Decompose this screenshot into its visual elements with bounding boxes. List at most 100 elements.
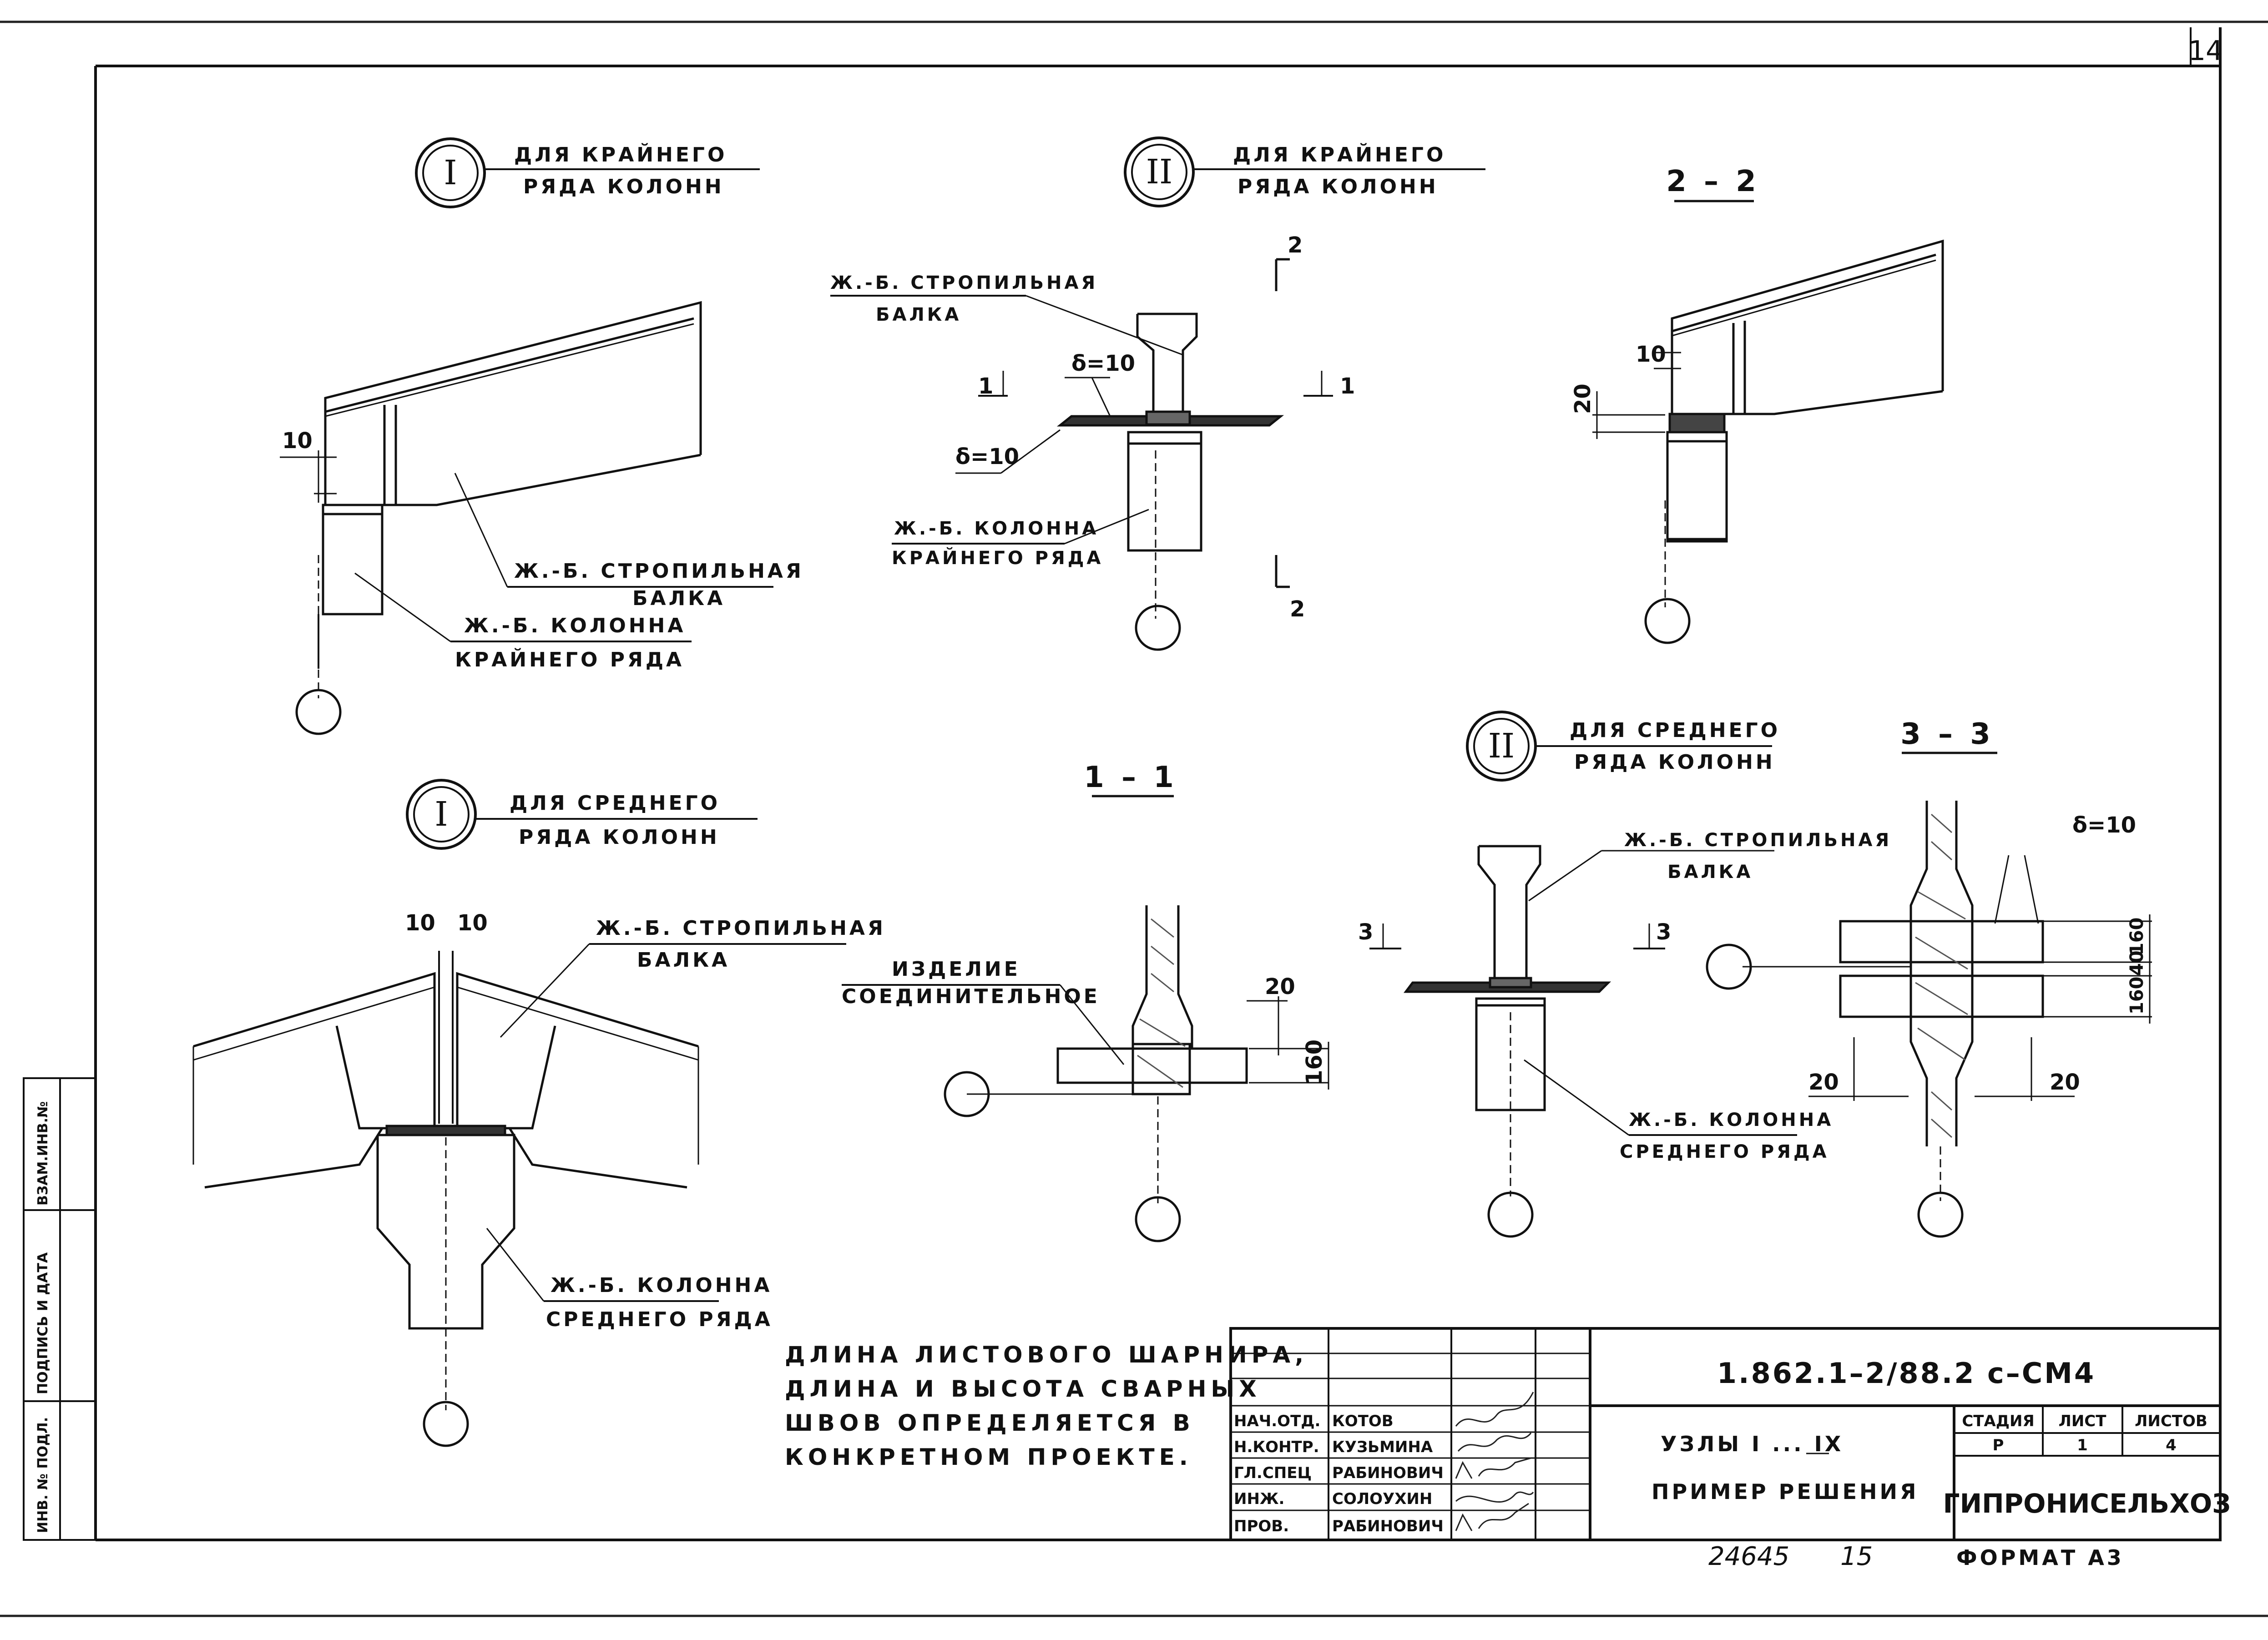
axis-marker [1487,1191,1534,1238]
stage-value: Р [1993,1436,2004,1454]
column-label-2: КРАЙНЕГО РЯДА [455,647,684,671]
axis-marker [1644,598,1691,644]
role-0: НАЧ.ОТД. [1234,1412,1320,1430]
organization: ГИПРОНИСЕЛЬХОЗ [1943,1488,2231,1519]
part-label-1: ИЗДЕЛИЕ [892,958,1020,981]
caption-line2: РЯДА КОЛОНН [1574,751,1775,774]
dim-160-bottom: 160 [2127,977,2147,1015]
name-3: СОЛОУХИН [1332,1490,1432,1508]
caption-line2: РЯДА КОЛОНН [519,826,720,849]
name-4: РАБИНОВИЧ [1332,1517,1444,1535]
column-label-1: Ж.-Б. КОЛОННА [1629,1110,1834,1130]
plate-top-label: δ=10 [1071,351,1135,376]
beam-label-2: БАЛКА [632,587,725,610]
name-0: КОТОВ [1332,1412,1394,1430]
page-number: 14 [2188,35,2223,67]
beam-label-2: БАЛКА [637,949,730,972]
column-label-1: Ж.-Б. КОЛОННА [464,614,686,637]
section-title: 2 – 2 [1666,165,1760,198]
note-line-2: ДЛИНА И ВЫСОТА СВАРНЫХ [785,1376,1261,1402]
cut-2-bottom: 2 [1290,596,1305,622]
beam-label-1: Ж.-Б. СТРОПИЛЬНАЯ [514,560,804,583]
format-label: ФОРМАТ А3 [1956,1545,2124,1570]
role-3: ИНЖ. [1234,1490,1284,1508]
svg-text:I: I [444,153,457,192]
svg-text:I: I [434,795,448,834]
role-1: Н.КОНТР. [1234,1438,1319,1456]
axis-marker [1135,1196,1181,1242]
caption-line1: ДЛЯ КРАЙНЕГО [514,142,727,167]
stamp-original-inv: ИНВ. № ПОДЛ. [35,1417,51,1533]
sheet-title-1: УЗЛЫ I ... IX [1661,1432,1844,1456]
signatures [1455,1392,1534,1531]
dim-10: 10 [1636,342,1666,367]
section-1-1: 1 – 1 ИЗДЕЛИЕ СОЕДИНИТЕЛЬНОЕ [842,761,1329,1242]
side-stamp [23,1077,96,1541]
cut-2-top: 2 [1288,232,1303,258]
inventory-number: 24645 [1708,1542,1789,1571]
svg-text:II: II [1488,727,1515,766]
sheets-value: 4 [2166,1436,2177,1454]
note-line-3: ШВОВ ОПРЕДЕЛЯЕТСЯ В [785,1410,1195,1436]
detail-marker-I-middle [406,779,477,850]
sheets-header: ЛИСТОВ [2135,1412,2207,1430]
axis-marker [1706,944,1752,990]
caption-line1: ДЛЯ СРЕДНЕГО [510,792,720,815]
dim-a: 10 [405,910,435,936]
dim-20: 20 [1570,384,1596,414]
plate-side-label: δ=10 [955,444,1019,469]
detail-marker-I-outer [415,137,486,208]
designation: 1.862.1–2/88.2 с–СМ4 [1717,1357,2096,1390]
dim-40: 40 [2127,950,2147,976]
name-1: КУЗЬМИНА [1332,1438,1433,1456]
cut-3-right: 3 [1656,919,1671,945]
role-2: ГЛ.СПЕЦ [1234,1464,1312,1482]
inventory-suffix: 15 [1840,1542,1873,1571]
column-label-2: СРЕДНЕГО РЯДА [1620,1141,1829,1162]
column-label-2: КРАЙНЕГО РЯДА [892,547,1103,569]
section-title: 1 – 1 [1084,761,1177,794]
dim-gap: 10 [282,428,313,454]
stamp-signature-date: ПОДПИСЬ И ДАТА [35,1252,51,1394]
dim-20-left: 20 [1808,1070,1839,1095]
detail-II-middle: II ДЛЯ СРЕДНЕГО РЯДА КОЛОНН 3 3 Ж.-Б. СТ… [1358,711,1892,1238]
dim-160: 160 [1302,1040,1327,1085]
role-4: ПРОВ. [1234,1517,1289,1535]
section-2-2: 2 – 2 10 20 [1570,165,1944,644]
section-3-3: 3 – 3 [1706,717,2152,1238]
column-label-1: Ж.-Б. КОЛОННА [551,1274,772,1297]
axis-marker [944,1071,990,1117]
caption-line1: ДЛЯ КРАЙНЕГО [1233,142,1446,167]
sheet-header: ЛИСТ [2059,1412,2107,1430]
beam-label-2: БАЛКА [1667,862,1753,883]
name-2: РАБИНОВИЧ [1332,1464,1444,1482]
dim-b: 10 [457,910,488,936]
axis-marker [1917,1191,1964,1238]
caption-line2: РЯДА КОЛОНН [523,175,724,198]
detail-I-outer: I ДЛЯ КРАЙНЕГО РЯДА КОЛОНН 10 Ж [280,137,804,735]
cut-1-left: 1 [978,373,993,399]
plate-label: δ=10 [2072,812,2136,838]
svg-text:II: II [1146,152,1172,192]
dim-20-right: 20 [2050,1070,2080,1095]
sheet-title-2: ПРИМЕР РЕШЕНИЯ [1652,1479,1919,1504]
beam-label-1: Ж.-Б. СТРОПИЛЬНАЯ [596,917,886,940]
section-title: 3 – 3 [1900,717,1994,751]
dim-20: 20 [1265,974,1295,999]
stamp-replace-inv: ВЗАМ.ИНВ.№ [35,1101,51,1206]
dim-160-top: 160 [2127,918,2147,956]
part-label-2: СОЕДИНИТЕЛЬНОЕ [842,985,1100,1008]
detail-I-middle: I ДЛЯ СРЕДНЕГО РЯДА КОЛОНН 10 10 Ж.-Б. [192,779,886,1447]
axis-marker [423,1401,469,1447]
caption-line2: РЯДА КОЛОНН [1238,175,1439,198]
detail-marker-II-outer [1124,136,1195,207]
beam-label-1: Ж.-Б. СТРОПИЛЬНАЯ [830,272,1098,293]
axis-marker [295,689,342,735]
detail-II-outer: II ДЛЯ КРАЙНЕГО РЯДА КОЛОНН [830,136,1485,651]
note-line-4: КОНКРЕТНОМ ПРОЕКТЕ. [785,1444,1192,1470]
axis-marker [1135,605,1181,651]
beam-label-1: Ж.-Б. СТРОПИЛЬНАЯ [1624,830,1892,851]
column-label-1: Ж.-Б. КОЛОННА [894,518,1099,539]
stage-header: СТАДИЯ [1962,1412,2034,1430]
